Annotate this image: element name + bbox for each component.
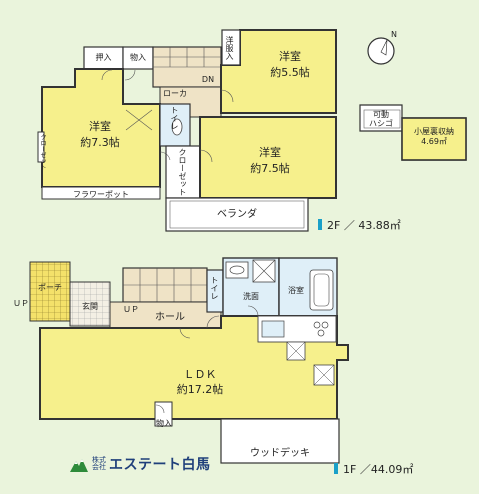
entrance	[69, 281, 111, 327]
down-label: DN	[201, 75, 215, 84]
monoire-2f-label: 物入	[130, 53, 146, 62]
accent-bar	[334, 463, 338, 474]
north-label: N	[391, 30, 397, 39]
floor2-area-text: 2F ／ 43.88㎡	[327, 219, 401, 232]
floor1-area: 1F ／44.09㎡	[334, 461, 413, 477]
veranda-label: ベランダ	[217, 209, 257, 220]
ladder-label-2: ハシゴ	[369, 119, 393, 128]
veranda	[165, 197, 309, 232]
yofukuire-closet	[221, 29, 241, 66]
ldk-name: ＬＤＫ	[183, 368, 217, 381]
up-outside-label: ＵＰ	[13, 299, 29, 308]
brand-name: エステート白馬	[109, 457, 211, 473]
western-7-3-size: 約7.3帖	[80, 136, 120, 149]
ladder-label-1: 可動	[373, 110, 389, 119]
closet-2f-label: クローゼット	[178, 148, 187, 196]
north-arrow-icon	[367, 37, 395, 65]
oshiire-label: 押入	[95, 53, 112, 62]
western-7-5-size: 約7.5帖	[250, 162, 290, 175]
porch-label: ポーチ	[38, 283, 62, 292]
yofukuire-label: 洋服入	[225, 36, 234, 60]
wood-deck-label: ウッドデッキ	[250, 448, 310, 459]
up-stairs-label: ＵＰ	[123, 305, 139, 314]
accent-bar	[318, 219, 322, 230]
bathroom-label: 浴室	[288, 286, 304, 295]
closet-small-label: クローゼット	[39, 134, 46, 170]
western-5-5-name: 洋室	[279, 50, 301, 63]
western-7-3-name: 洋室	[89, 120, 111, 133]
attic-storage-area: 4.69㎡	[421, 137, 447, 146]
monoire-closet-1f	[154, 401, 173, 427]
toilet-2f-label: トイレ	[170, 106, 179, 130]
western-5-5-size: 約5.5帖	[270, 66, 310, 79]
monoire-1f-label: 物入	[156, 419, 172, 428]
loft-label: ローカ	[163, 89, 187, 98]
toilet-1f-label: トイレ	[210, 276, 219, 300]
hall-label: ホール	[155, 312, 185, 323]
western-7-5-name: 洋室	[259, 146, 281, 159]
attic-storage-name: 小屋裏収納	[414, 127, 454, 136]
brand-logo: 株式会社 エステート白馬	[70, 453, 211, 475]
flower-pot-strip	[41, 186, 161, 200]
ldk-size: 約17.2帖	[176, 383, 224, 396]
flower-pot-label: フラワーポット	[73, 190, 129, 199]
porch	[29, 261, 71, 322]
washroom-label: 洗面	[243, 292, 259, 301]
wood-deck	[220, 418, 340, 464]
bay-niche-left	[37, 131, 45, 163]
toilet-bowl-2f-icon	[171, 118, 183, 136]
first-floor	[29, 257, 349, 464]
brand-company-type: 株式会社	[92, 456, 106, 471]
closet-2f	[165, 145, 201, 199]
floor2-area: 2F ／ 43.88㎡	[318, 217, 401, 233]
entrance-label: 玄関	[82, 302, 98, 311]
hall	[109, 301, 222, 329]
second-floor	[37, 29, 337, 232]
attic-storage	[359, 104, 467, 161]
floor1-area-text: 1F ／44.09㎡	[343, 463, 414, 476]
mountain-logo-icon	[70, 457, 88, 472]
